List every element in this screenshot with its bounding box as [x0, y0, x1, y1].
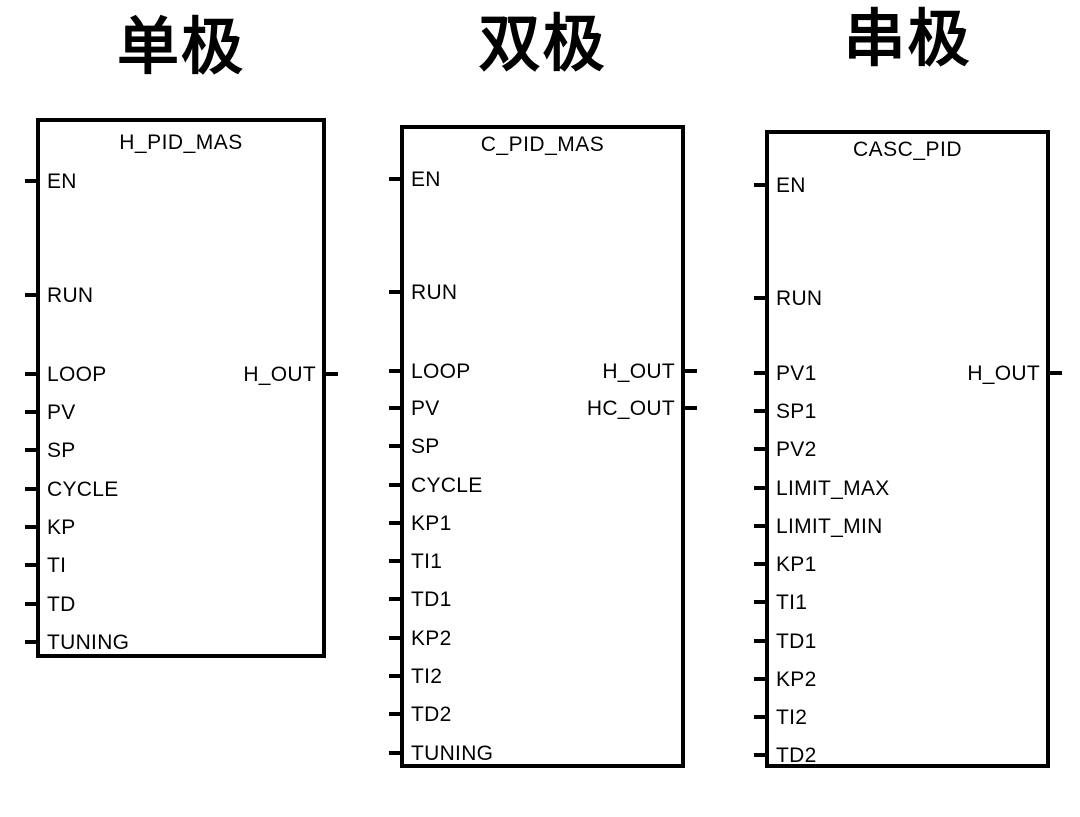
- pin-label-tuning: TUNING: [411, 742, 494, 765]
- pin-stub-kp1[interactable]: [389, 521, 402, 525]
- block-outline: [400, 125, 685, 768]
- pin-stub-run[interactable]: [754, 296, 767, 300]
- pin-label-cycle: CYCLE: [47, 478, 119, 501]
- block-outline: [36, 118, 326, 658]
- pin-stub-pv1[interactable]: [754, 371, 767, 375]
- pin-label-ti1: TI1: [411, 550, 443, 573]
- pin-stub-tuning[interactable]: [25, 640, 38, 644]
- pin-label-hc-out: HC_OUT: [586, 397, 675, 420]
- pin-label-loop: LOOP: [47, 363, 107, 386]
- pin-label-td: TD: [47, 593, 76, 616]
- pin-stub-sp1[interactable]: [754, 409, 767, 413]
- pin-stub-cycle[interactable]: [389, 483, 402, 487]
- pin-label-td1: TD1: [411, 588, 452, 611]
- pin-stub-h-out[interactable]: [684, 369, 697, 373]
- pin-stub-td2[interactable]: [754, 753, 767, 757]
- pin-label-limit-min: LIMIT_MIN: [776, 515, 883, 538]
- pin-label-sp1: SP1: [776, 400, 817, 423]
- block-title: CASC_PID: [852, 138, 963, 161]
- pin-stub-loop[interactable]: [25, 372, 38, 376]
- pin-label-pv: PV: [47, 401, 76, 424]
- pin-stub-kp1[interactable]: [754, 562, 767, 566]
- pin-stub-ti2[interactable]: [389, 674, 402, 678]
- pin-stub-en[interactable]: [389, 177, 402, 181]
- pin-stub-run[interactable]: [25, 293, 38, 297]
- pin-label-kp2: KP2: [411, 627, 452, 650]
- pin-stub-h-out[interactable]: [1049, 371, 1062, 375]
- pin-stub-limit-min[interactable]: [754, 524, 767, 528]
- section-heading-3: 串极: [843, 2, 972, 75]
- pin-stub-limit-max[interactable]: [754, 486, 767, 490]
- pin-stub-sp[interactable]: [389, 444, 402, 448]
- pin-stub-ti1[interactable]: [754, 600, 767, 604]
- pin-label-pv1: PV1: [776, 362, 817, 385]
- pin-label-run: RUN: [411, 281, 458, 304]
- pin-stub-kp2[interactable]: [389, 636, 402, 640]
- block-outline: [765, 130, 1050, 768]
- pin-label-en: EN: [47, 170, 77, 193]
- pin-stub-td1[interactable]: [754, 639, 767, 643]
- section-heading-2: 双极: [478, 7, 607, 80]
- pin-label-kp: KP: [47, 516, 76, 539]
- pin-label-limit-max: LIMIT_MAX: [776, 477, 890, 500]
- pin-label-kp1: KP1: [776, 553, 817, 576]
- pin-label-kp2: KP2: [776, 668, 817, 691]
- block-title: C_PID_MAS: [480, 133, 605, 156]
- pin-label-pv: PV: [411, 397, 440, 420]
- pin-label-td2: TD2: [776, 744, 817, 767]
- block-title: H_PID_MAS: [119, 131, 243, 154]
- pin-label-h-out: H_OUT: [243, 363, 316, 386]
- pin-stub-ti2[interactable]: [754, 715, 767, 719]
- pin-label-h-out: H_OUT: [967, 362, 1040, 385]
- pin-label-run: RUN: [47, 284, 94, 307]
- pin-stub-pv2[interactable]: [754, 447, 767, 451]
- section-heading-1: 单极: [116, 10, 245, 83]
- pin-label-sp: SP: [47, 439, 76, 462]
- pin-label-td1: TD1: [776, 630, 817, 653]
- pin-label-en: EN: [776, 174, 806, 197]
- pin-stub-kp[interactable]: [25, 525, 38, 529]
- pin-label-sp: SP: [411, 435, 440, 458]
- pin-stub-tuning[interactable]: [389, 751, 402, 755]
- pin-stub-pv[interactable]: [389, 406, 402, 410]
- pin-stub-h-out[interactable]: [325, 372, 338, 376]
- pin-label-h-out: H_OUT: [602, 360, 675, 383]
- pin-stub-ti1[interactable]: [389, 559, 402, 563]
- pin-stub-run[interactable]: [389, 290, 402, 294]
- pin-label-ti: TI: [47, 554, 67, 577]
- pin-stub-en[interactable]: [754, 183, 767, 187]
- pin-stub-hc-out[interactable]: [684, 406, 697, 410]
- pin-label-ti2: TI2: [776, 706, 808, 729]
- pin-label-cycle: CYCLE: [411, 474, 483, 497]
- pin-stub-ti[interactable]: [25, 563, 38, 567]
- pin-stub-en[interactable]: [25, 179, 38, 183]
- pin-label-td2: TD2: [411, 703, 452, 726]
- pin-label-ti2: TI2: [411, 665, 443, 688]
- pin-stub-sp[interactable]: [25, 448, 38, 452]
- pin-stub-td[interactable]: [25, 602, 38, 606]
- pin-label-ti1: TI1: [776, 591, 808, 614]
- pin-label-tuning: TUNING: [47, 631, 130, 654]
- pin-stub-kp2[interactable]: [754, 677, 767, 681]
- pin-label-en: EN: [411, 168, 441, 191]
- pin-label-loop: LOOP: [411, 360, 471, 383]
- pin-label-kp1: KP1: [411, 512, 452, 535]
- pin-stub-pv[interactable]: [25, 410, 38, 414]
- pin-stub-td2[interactable]: [389, 712, 402, 716]
- pin-stub-td1[interactable]: [389, 597, 402, 601]
- pin-label-pv2: PV2: [776, 438, 817, 461]
- pin-stub-cycle[interactable]: [25, 487, 38, 491]
- pin-label-run: RUN: [776, 287, 823, 310]
- pin-stub-loop[interactable]: [389, 369, 402, 373]
